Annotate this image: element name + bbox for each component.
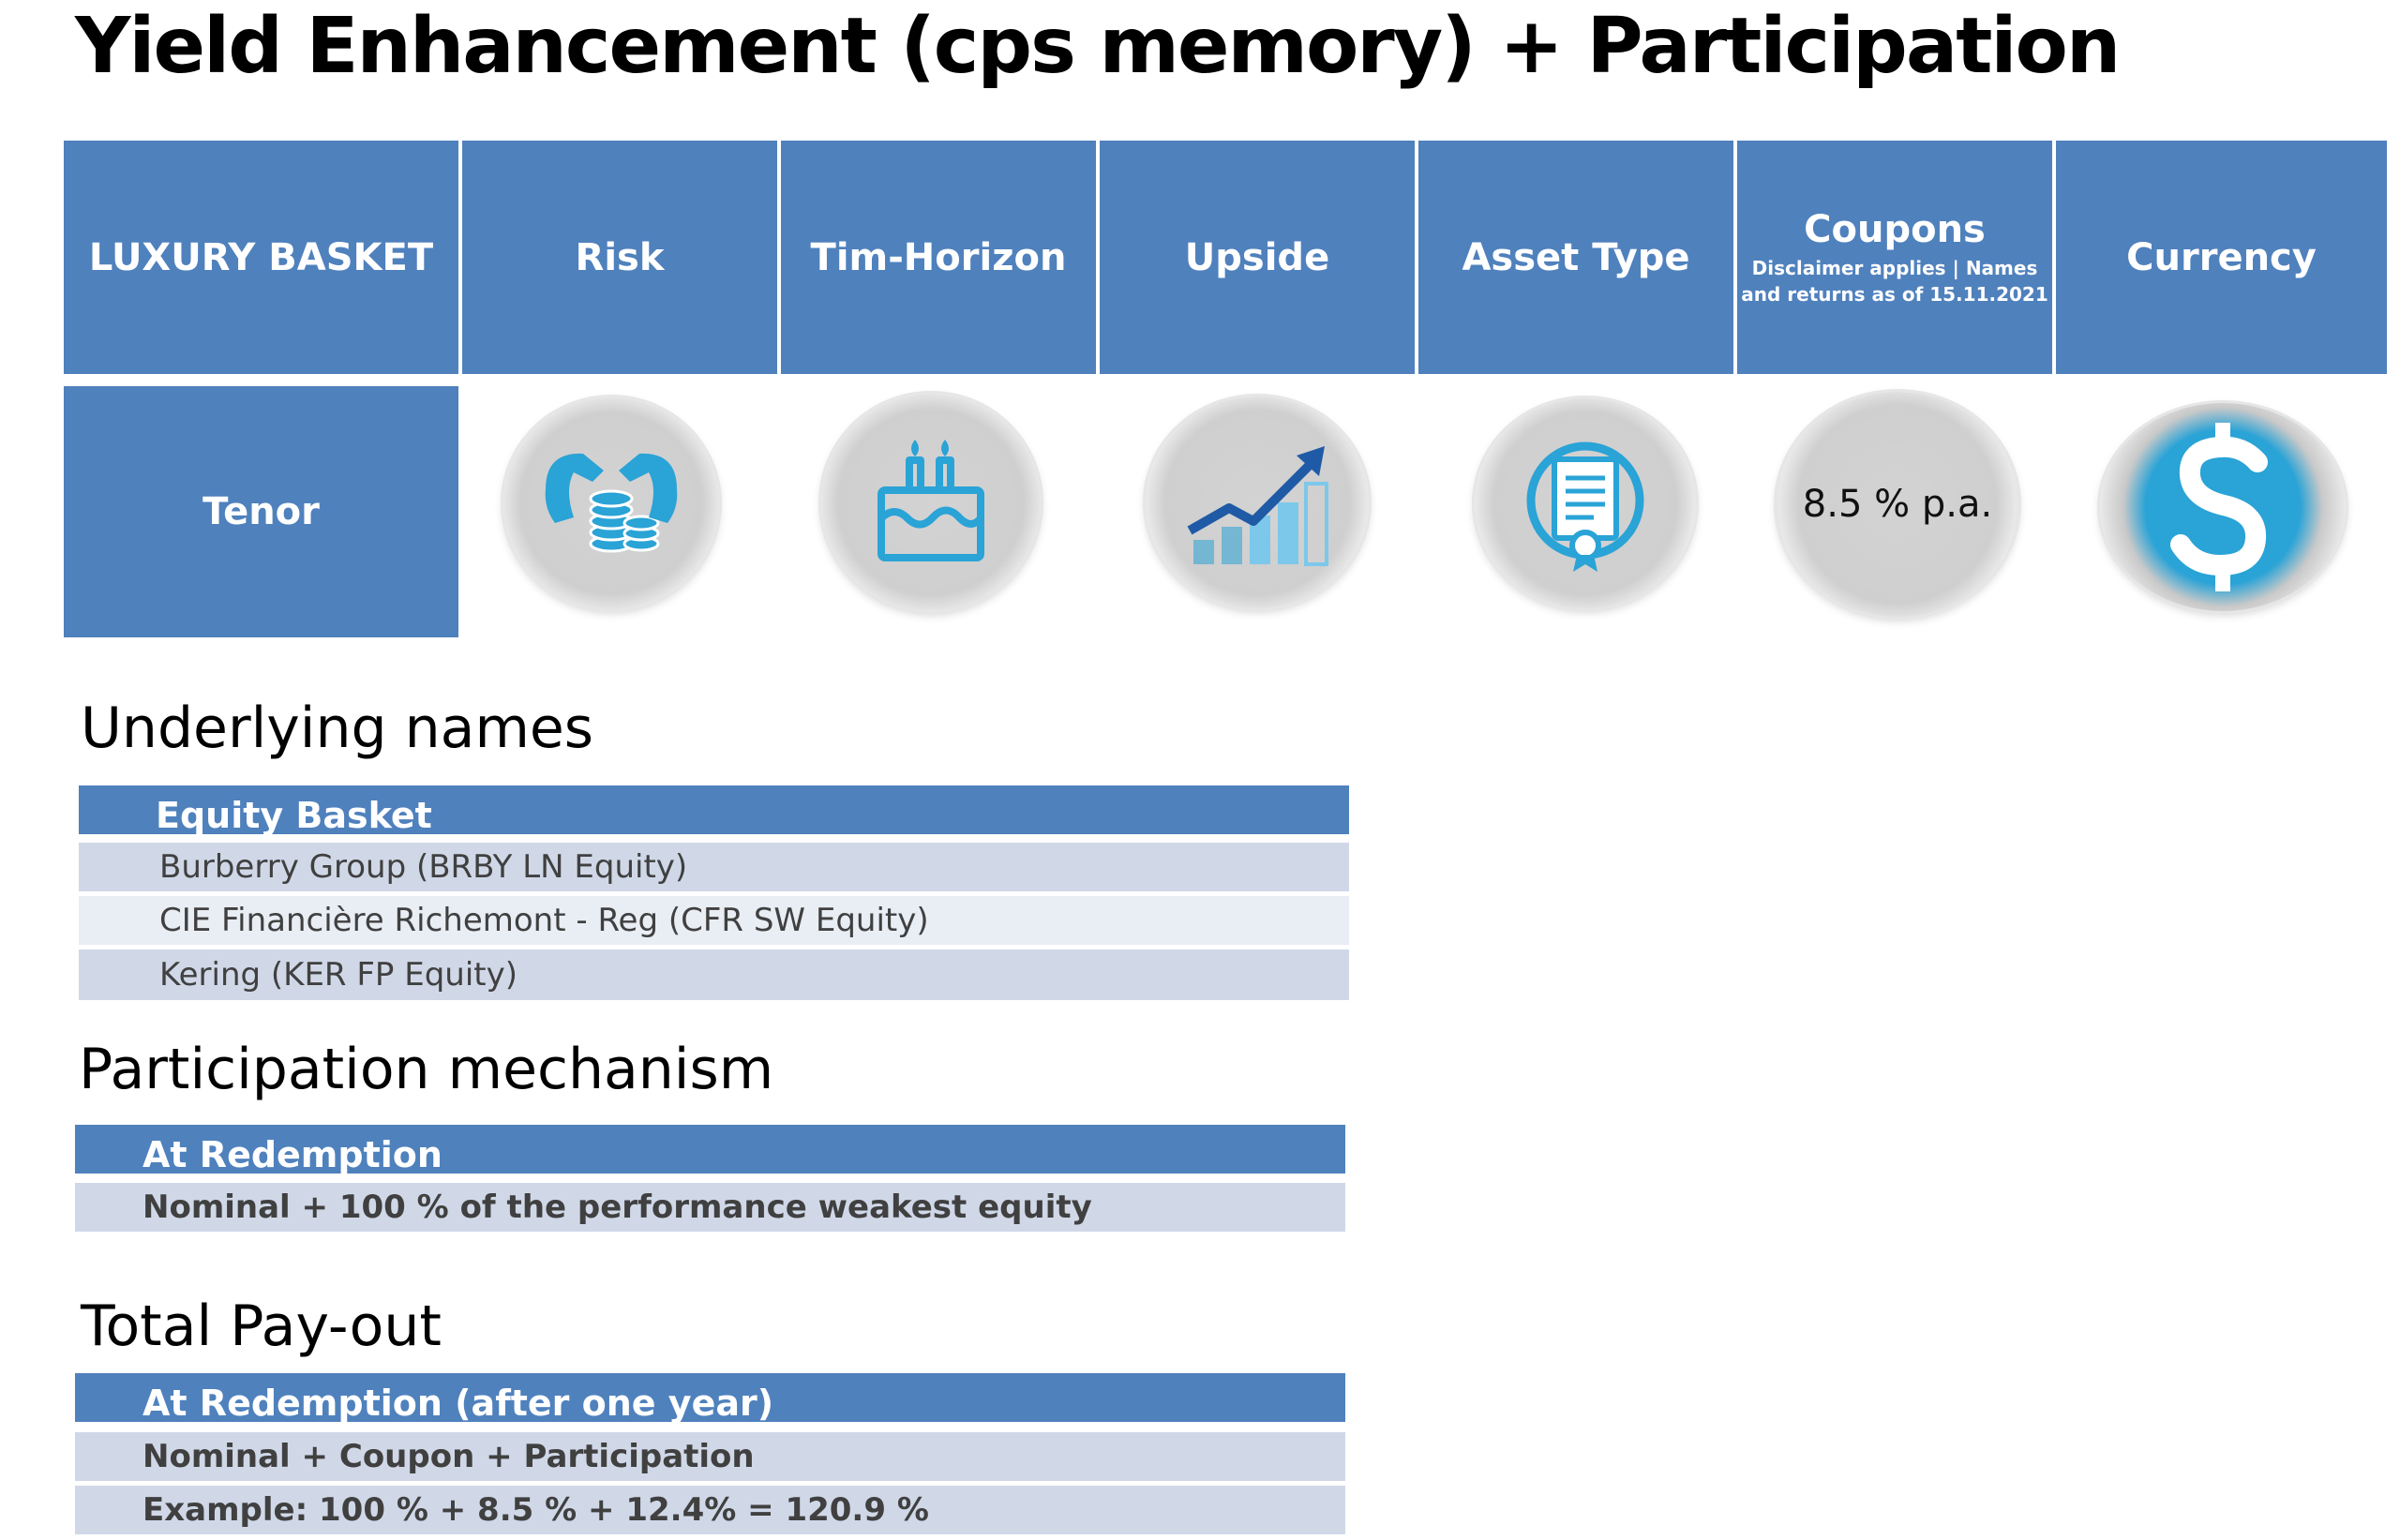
payout-row-1: Nominal + Coupon + Participation [75,1432,1345,1481]
header-asset-type-label: Asset Type [1462,235,1690,279]
header-horizon: Tim-Horizon [781,141,1096,374]
header-asset-type: Asset Type [1418,141,1733,374]
underlying-title: Underlying names [81,695,594,761]
header-upside: Upside [1100,141,1415,374]
header-upside-label: Upside [1184,235,1330,279]
participation-title: Participation mechanism [79,1037,774,1102]
certificate-icon [1475,398,1696,608]
tenor-label: Tenor [202,490,320,533]
payout-title: Total Pay-out [81,1293,442,1359]
header-luxury-basket: LUXURY BASKET [64,141,458,374]
hands-coins-icon [503,397,719,609]
header-risk-label: Risk [575,235,665,279]
underlying-row-3: Kering (KER FP Equity) [79,949,1349,1000]
page-title: Yield Enhancement (cps memory) + Partici… [75,2,2121,91]
equity-basket-header: Equity Basket [79,785,1349,834]
payout-header: At Redemption (after one year) [75,1373,1345,1422]
header-coupons-label: Coupons [1804,207,1986,251]
tenor-cell: Tenor [64,386,458,637]
header-currency-label: Currency [2126,235,2317,279]
coupons-note-line-2: and returns as of 15.11.2021 [1741,282,2048,306]
underlying-row-1: Burberry Group (BRBY LN Equity) [79,843,1349,891]
underlying-row-2: CIE Financière Richemont - Reg (CFR SW E… [79,896,1349,945]
participation-header: At Redemption [75,1125,1345,1174]
header-luxury-basket-label: LUXURY BASKET [88,235,434,279]
participation-row: Nominal + 100 % of the performance weake… [75,1183,1345,1232]
birthday-cake-icon [821,394,1041,611]
header-horizon-label: Tim-Horizon [810,235,1067,279]
payout-row-2: Example: 100 % + 8.5 % + 12.4% = 120.9 % [75,1486,1345,1534]
coupon-value: 8.5 % p.a. [1802,483,1993,526]
header-currency: Currency [2056,141,2387,374]
growth-chart-icon [1146,396,1369,608]
header-coupons: Coupons Disclaimer applies | Names and r… [1737,141,2052,374]
header-coupons-note: Disclaimer applies | Names and returns a… [1741,255,2048,307]
dollar-icon [2100,403,2346,611]
coupons-note-line-1: Disclaimer applies | Names [1751,256,2038,279]
coupon-value-badge: 8.5 % p.a. [1777,392,2018,617]
header-risk: Risk [462,141,777,374]
